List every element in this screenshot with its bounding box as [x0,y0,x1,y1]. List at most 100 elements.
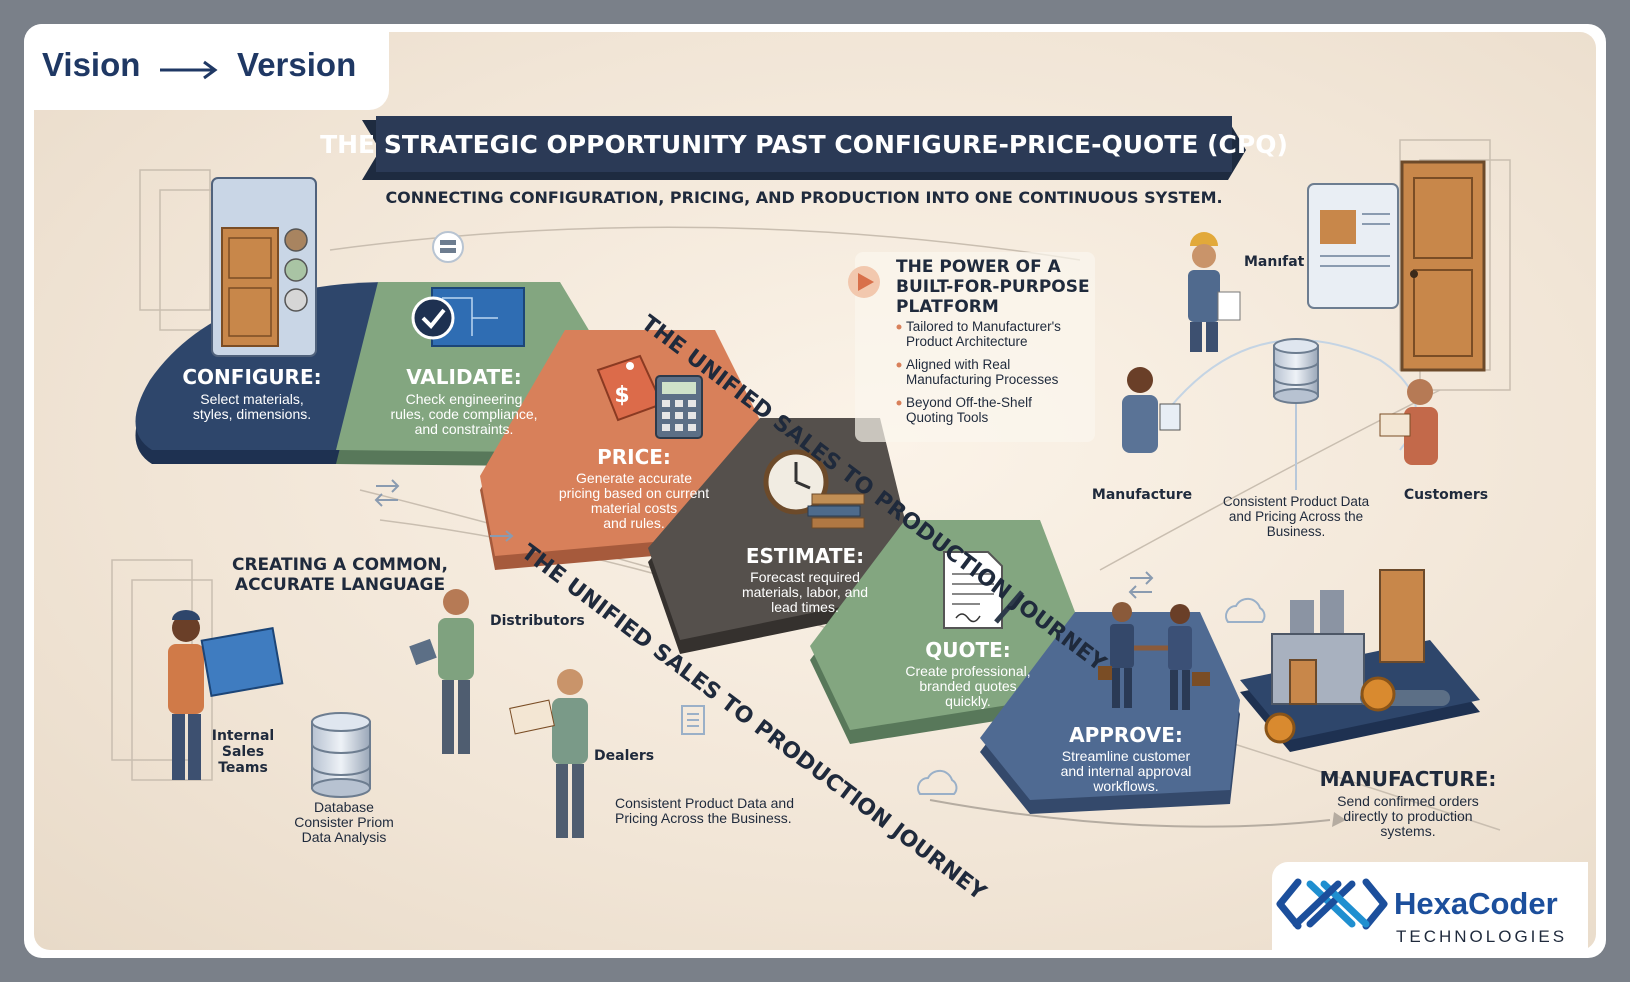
person-catalog-icon [509,669,588,838]
logo-subtitle: TECHNOLOGIES [1396,927,1567,946]
platform-bullet-line: Beyond Off-the-Shelf [906,395,1032,410]
approve-title: APPROVE: [1069,723,1183,747]
label-internal-sales-line: Teams [218,760,268,776]
configure-desc-line: styles, dimensions. [193,406,311,422]
platform-bullet-line: Product Architecture [906,334,1028,349]
manufacture-desc-line: Send confirmed orders [1337,793,1479,809]
validate-desc-line: Check engineering [406,391,523,407]
approve-desc-line: workflows. [1092,778,1158,794]
platform-title-line: PLATFORM [896,297,999,317]
label-internal-sales-line: Internal [212,728,274,744]
step-estimate [648,418,905,654]
play-icon [858,273,874,291]
server-small-icon [432,231,464,263]
price-desc-line: pricing based on current [559,485,709,501]
price-desc-line: Generate accurate [576,470,692,486]
platform-bullet-line: Quoting Tools [906,410,989,425]
estimate-desc-line: materials, labor, and [742,584,868,600]
cloud-icon [1225,597,1266,623]
svg-text:$: $ [614,383,629,408]
estimate-title: ESTIMATE: [746,544,864,568]
worker-hardhat-icon [1188,232,1241,352]
price-desc-line: and rules. [603,515,664,531]
manufacture-desc-line: directly to production [1343,808,1472,824]
swap-arrows-icon [1128,571,1154,599]
header-word-version: Version [237,46,357,83]
label-internal-sales-line: Sales [222,744,264,760]
label-customers: Customers [1404,487,1488,503]
top-right-consistent-line: Consistent Product Data [1223,494,1370,509]
hexacoder-logo-mark: HexaCoder TECHNOLOGIES [1276,878,1567,946]
approve-desc-line: and internal approval [1061,763,1192,779]
database-label-line: Consister Priom [294,814,394,830]
person-tablet-icon [1122,367,1181,453]
clock-materials-icon [763,449,865,529]
label-manufacture: Manufacture [1092,487,1192,503]
platform-bullet-line: Manufacturing Processes [906,372,1059,387]
database-icon [1273,338,1319,404]
document-small-icon [681,705,705,735]
browser-window-icon [1307,183,1399,309]
configure-desc-line: Select materials, [200,391,303,407]
price-tag-calculator-icon: $ [596,354,703,439]
cloud-icon [917,769,958,795]
quote-desc-line: Create professional, [905,663,1030,679]
price-desc-line: material costs [591,500,677,516]
platform-title-line: THE POWER OF A [896,257,1062,277]
company-logo: HexaCoder TECHNOLOGIES [1272,862,1588,958]
header-word-vision: Vision [42,46,141,83]
factory-gears-icon [1264,569,1450,744]
flow-arrow-head [1332,812,1346,827]
person-tablet-icon [409,589,474,754]
top-right-consistent-line: and Pricing Across the [1229,509,1363,524]
manufacture-desc-line: systems. [1380,823,1435,839]
header-tab: Vision Version [24,24,389,110]
flow-arrow [929,799,1331,828]
quote-desc-line: quickly. [945,693,991,709]
arrow-right-icon [490,530,514,542]
door-icon [1400,160,1486,372]
bullet-dot [896,362,902,368]
blueprint-check-icon [411,287,525,347]
label-distributors: Distributors [490,613,585,629]
step-quote [810,520,1075,744]
handshake-people-icon [1098,602,1210,710]
bottom-consistent-line: Consistent Product Data and [615,795,794,811]
bullet-dot [896,400,902,406]
platform-bullet-line: Aligned with Real [906,357,1010,372]
swap-arrows-icon [374,479,400,507]
platform-panel [848,252,1095,442]
label-manifat: Manıfat [1244,254,1305,270]
common-language-heading-line: CREATING A COMMON, [232,555,448,575]
bottom-consistent-line: Pricing Across the Business. [615,810,792,826]
subtitle: CONNECTING CONFIGURATION, PRICING, AND P… [385,188,1222,207]
validate-desc-line: and constraints. [415,421,514,437]
common-language-heading-line: ACCURATE LANGUAGE [235,575,445,595]
top-right-consistent-line: Business. [1267,524,1326,539]
price-title: PRICE: [597,445,671,469]
estimate-desc-line: lead times. [771,599,839,615]
manufacture-title: MANUFACTURE: [1320,767,1497,791]
worker-blueprint-icon [168,610,284,780]
quote-title: QUOTE: [925,638,1011,662]
validate-desc-line: rules, code compliance, [390,406,537,422]
quote-desc-line: branded quotes [919,678,1016,694]
step-configure [135,281,400,464]
platform-title-line: BUILT-FOR-PURPOSE [896,277,1090,297]
database-label-line: Data Analysis [302,829,387,845]
database-label-line: Database [314,799,374,815]
arrow-right-icon [160,60,218,80]
approve-desc-line: Streamline customer [1062,748,1191,764]
validate-title: VALIDATE: [406,365,522,389]
quote-document-icon [943,551,1024,629]
bullet-dot [896,324,902,330]
title-banner [362,116,1246,180]
estimate-desc-line: Forecast required [750,569,860,585]
logo-name: HexaCoder [1394,886,1558,921]
main-title: THE STRATEGIC OPPORTUNITY PAST CONFIGURE… [320,130,1288,159]
person-catalog-icon [1379,379,1438,465]
database-icon [311,712,371,798]
configure-title: CONFIGURE: [182,365,321,389]
platform-bullet-line: Tailored to Manufacturer's [906,319,1061,334]
